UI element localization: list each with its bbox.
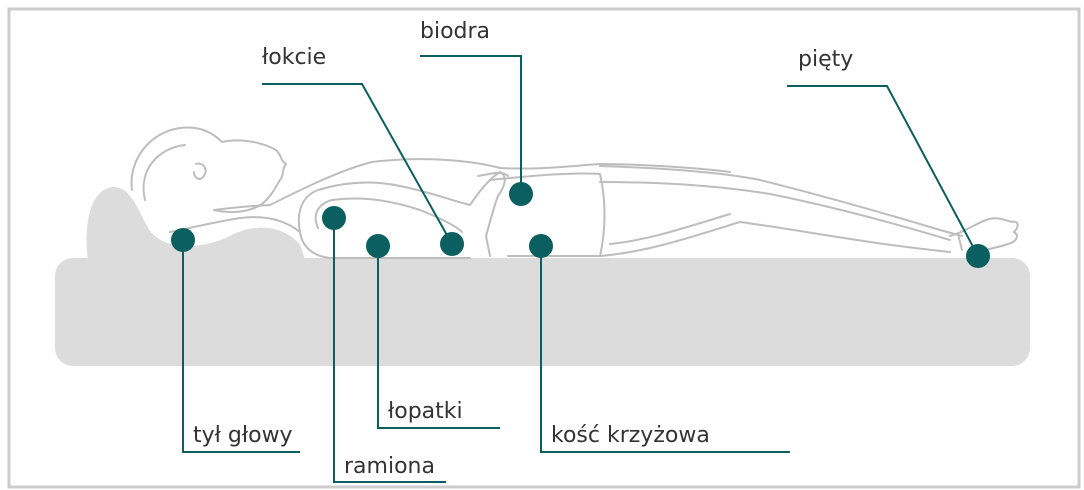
marker-lopatki (366, 234, 390, 258)
mattress (55, 258, 1030, 366)
label-biodra: biodra (420, 19, 490, 44)
label-tyl-glowy: tył głowy (193, 423, 293, 448)
marker-kosc-krzyzowa (529, 234, 553, 258)
label-kosc-krzyzowa: kość krzyżowa (551, 423, 710, 448)
marker-lokcie (440, 232, 464, 256)
label-lopatki: łopatki (388, 399, 463, 424)
marker-piety (966, 244, 990, 268)
marker-tyl-glowy (171, 228, 195, 252)
label-piety: pięty (798, 47, 853, 72)
label-lokcie: łokcie (262, 45, 326, 70)
marker-biodra (509, 182, 533, 206)
label-ramiona: ramiona (344, 454, 435, 479)
marker-ramiona (322, 206, 346, 230)
